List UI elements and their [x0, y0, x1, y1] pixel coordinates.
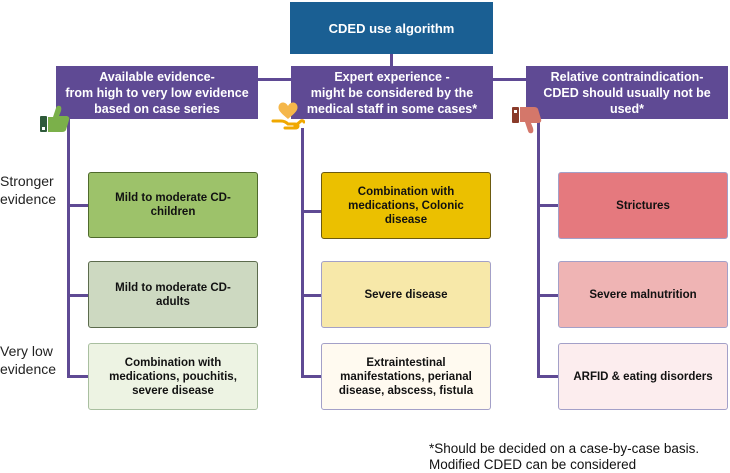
right-branch-3 [537, 375, 559, 378]
card-strictures: Strictures [558, 172, 728, 239]
card-extraintestinal-manifestations: Extraintestinal manifestations, perianal… [321, 343, 491, 410]
header-available-evidence: Available evidence- from high to very lo… [56, 66, 258, 119]
very-low-evidence-label: Very low evidence [0, 343, 57, 377]
thumbs-down-icon [510, 105, 542, 135]
heart-in-hand-icon [271, 99, 305, 133]
header-relative-contraindication-text: Relative contraindication- CDED should u… [543, 69, 711, 116]
footnote: *Should be decided on a case-by-case bas… [429, 441, 700, 472]
card-arfid-eating-disorders: ARFID & eating disorders [558, 343, 728, 410]
stronger-evidence-label: Stronger evidence [0, 173, 57, 207]
left-branch-2 [67, 294, 89, 297]
right-branch-2 [537, 294, 559, 297]
middle-column-line [301, 128, 304, 378]
card-severe-disease: Severe disease [321, 261, 491, 328]
header-expert-experience: Expert experience - might be considered … [291, 66, 493, 119]
right-branch-1 [537, 204, 559, 207]
card-mild-moderate-cd-children: Mild to moderate CD- children [88, 172, 258, 238]
middle-branch-1 [301, 210, 322, 213]
card-severe-malnutrition: Severe malnutrition [558, 261, 728, 328]
thumbs-up-icon [38, 105, 70, 133]
left-column-line [67, 118, 70, 377]
header-relative-contraindication: Relative contraindication- CDED should u… [526, 66, 728, 119]
card-mild-moderate-cd-adults: Mild to moderate CD- adults [88, 261, 258, 328]
middle-branch-3 [301, 375, 322, 378]
header-available-evidence-text: Available evidence- from high to very lo… [65, 69, 249, 116]
card-combination-colonic-disease: Combination with medications, Colonic di… [321, 172, 491, 239]
left-branch-1 [67, 204, 89, 207]
header-expert-experience-text: Expert experience - might be considered … [306, 69, 478, 116]
title-connector [390, 54, 393, 66]
card-combination-pouchitis: Combination with medications, pouchitis,… [88, 343, 258, 410]
right-column-line [537, 118, 540, 378]
left-branch-3 [67, 375, 89, 378]
middle-branch-2 [301, 294, 322, 297]
algorithm-title: CDED use algorithm [290, 2, 493, 54]
